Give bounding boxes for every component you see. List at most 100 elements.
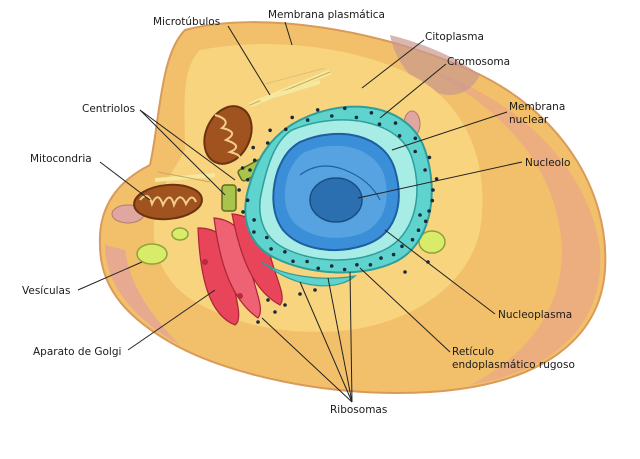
ribosome-dot — [305, 118, 310, 122]
ribosome-dot — [426, 260, 430, 264]
leader-line-ribosomas-b — [299, 281, 353, 403]
ribosome-dot — [290, 115, 295, 120]
vesicle — [171, 227, 189, 241]
ribosome-dot — [427, 155, 432, 160]
ribosome-dot — [265, 235, 269, 240]
ribosome-dot — [284, 127, 288, 132]
ribosome-dot — [237, 188, 241, 192]
ribosome-dot — [369, 111, 374, 115]
ribosome-dot — [354, 115, 359, 120]
centriole — [221, 184, 237, 212]
label-ribosomas: Ribosomas — [330, 404, 388, 416]
ribosome-dot — [298, 292, 302, 296]
label-mitocondria: Mitocondria — [30, 153, 92, 165]
ribosome-dot — [252, 158, 257, 163]
ribosome-dot — [413, 149, 418, 154]
ribosome-dot — [248, 168, 252, 172]
label-reticulo-line1: Retículo — [452, 346, 495, 358]
ribosome-dot — [423, 168, 427, 172]
ribosome-dot — [427, 209, 431, 213]
ribosome-dot — [315, 108, 320, 112]
ribosome-dot — [410, 237, 415, 242]
ribosome-dot — [329, 264, 334, 268]
leader-line-ribosomas-a — [261, 317, 353, 403]
nucleus — [272, 132, 400, 251]
ribosome-dot — [379, 256, 383, 260]
leader-line-vesiculas — [77, 261, 143, 291]
leader-line-microtubulos — [227, 25, 271, 96]
label-reticulo-line2: endoplasmático rugoso — [452, 359, 575, 371]
ribosome-dot — [430, 198, 435, 203]
leader-line-nucleolo — [357, 161, 523, 199]
ribosome-dot — [377, 122, 382, 126]
ribosome-dot — [273, 310, 277, 314]
ribosome-dot — [245, 198, 250, 202]
mitochondrion-left — [133, 183, 203, 221]
label-membrana-plasmatica: Membrana plasmática — [268, 9, 385, 21]
leader-line-ribosomas-d — [349, 271, 353, 403]
mitochondrion-top — [203, 105, 253, 165]
ribosome-dot — [268, 128, 272, 133]
leader-line-mitocondria — [99, 161, 151, 201]
golgi-apparatus — [197, 213, 283, 326]
ribosome-dot — [423, 219, 428, 224]
chromosome — [299, 165, 381, 201]
leader-line-ribosomas-c — [327, 277, 353, 403]
label-aparato-golgi: Aparato de Golgi — [33, 346, 122, 358]
ribosome-dot — [393, 121, 398, 125]
membrane-top-shade — [390, 35, 480, 95]
label-membrana-nuclear-line1: Membrana — [509, 101, 566, 113]
leader-line-aparato-golgi — [127, 289, 216, 351]
ribosome-dot — [252, 218, 256, 222]
ribosome-dot — [246, 178, 250, 182]
nucleolus — [309, 177, 363, 223]
leader-line-centriolos-b — [139, 109, 226, 196]
label-membrana-nuclear-line2: nuclear — [509, 114, 549, 126]
membrane-edge-shade — [430, 70, 601, 385]
ribosome-dot — [283, 250, 287, 254]
ribosome-dot — [291, 259, 295, 264]
ribosome-dot — [413, 136, 418, 141]
label-vesiculas: Vesículas — [22, 285, 71, 297]
leader-line-cromosoma — [379, 63, 447, 119]
ribosome-dot — [342, 267, 347, 272]
leader-line-nucleoplasma — [384, 229, 496, 315]
ribosome-dot — [343, 106, 347, 111]
microtubule — [259, 80, 321, 102]
ribosome-dot — [269, 247, 273, 251]
leader-line-citoplasma — [361, 39, 425, 89]
leader-line-membrana-nuclear — [391, 111, 508, 151]
label-nucleoplasma: Nucleoplasma — [498, 309, 573, 321]
ribosome-dot — [283, 303, 287, 307]
label-centriolos: Centriolos — [82, 103, 136, 115]
ribosome-dot — [266, 298, 270, 302]
microtubule — [264, 67, 326, 85]
label-cromosoma: Cromosoma — [447, 56, 511, 68]
ribosome-dot — [391, 252, 396, 257]
ribosome-dot — [330, 114, 334, 118]
ribosome-dot — [256, 320, 260, 324]
leader-line-centriolos-a — [139, 109, 236, 181]
ribosome-dot — [241, 210, 245, 214]
ribosome-dot — [368, 263, 373, 267]
ribosome-dot — [400, 244, 404, 249]
ribosome-dot — [316, 266, 321, 271]
ribosome-dot — [313, 288, 317, 292]
ribosome-dot — [416, 228, 421, 232]
label-microtubulos: Microtúbulos — [153, 16, 221, 28]
ribosome-dot — [240, 166, 245, 170]
ribosome-dot — [251, 145, 255, 150]
label-nucleolo: Nucleolo — [525, 157, 571, 169]
leader-line-membrana-plasmatica — [284, 21, 293, 46]
ribosome-dot — [355, 263, 359, 267]
ribosome-dot — [431, 188, 435, 192]
ribosome-dot — [434, 177, 439, 181]
ribosome-dot — [403, 270, 407, 274]
ribosome-dot — [305, 259, 309, 264]
leader-line-reticulo — [359, 267, 451, 353]
label-citoplasma: Citoplasma — [425, 31, 484, 43]
ribosome-dot — [397, 134, 402, 138]
ribosome-dot — [252, 230, 256, 234]
